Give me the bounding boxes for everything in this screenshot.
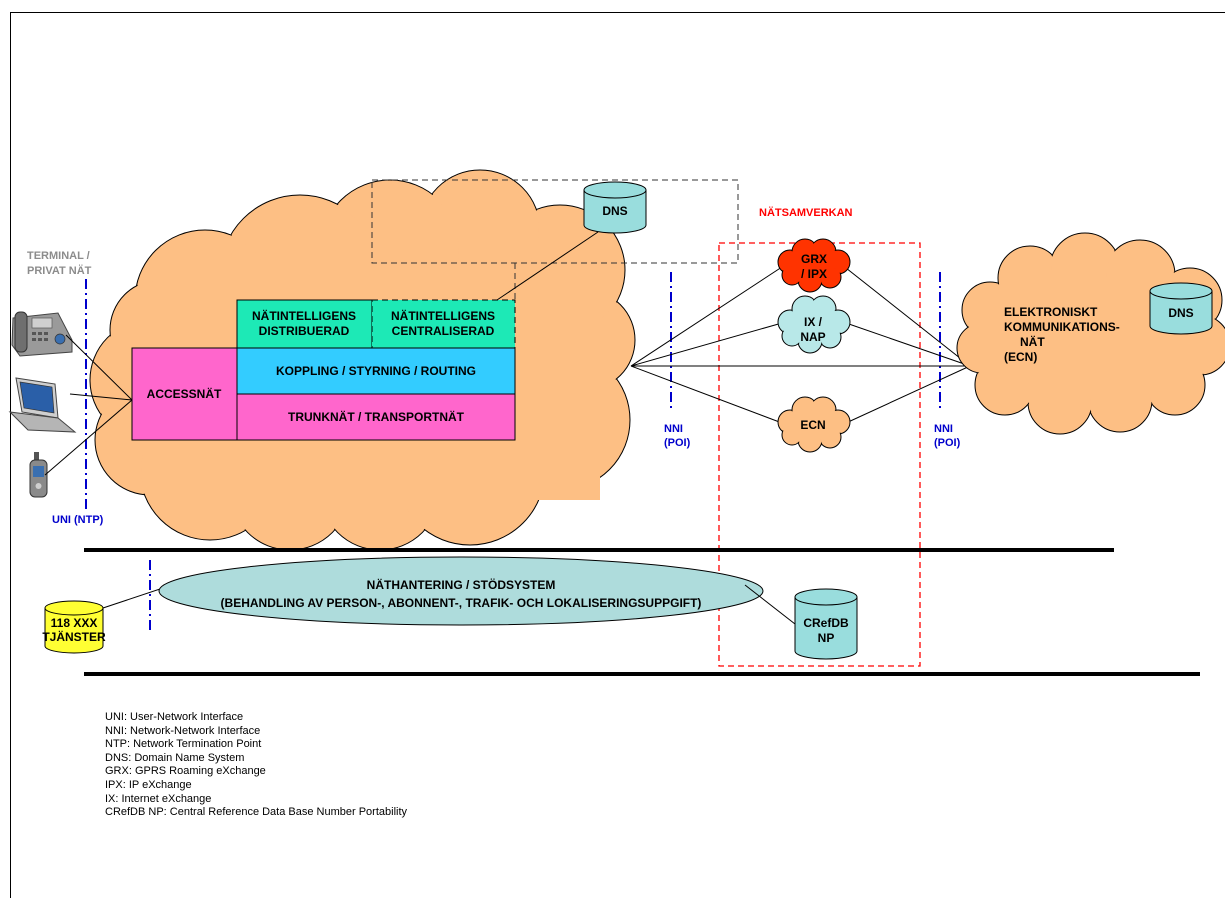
nni-left-label-line2: (POI) (664, 437, 691, 449)
ecn-big-label-line4: (ECN) (1004, 350, 1037, 364)
ecn-big-label-line2: KOMMUNIKATIONS- (1004, 320, 1120, 334)
grx-label-line2: / IPX (801, 267, 827, 281)
dns-top-database: DNS (583, 181, 647, 234)
ecn-small-cloud: ECN (777, 396, 851, 453)
trunknat-label: TRUNKNÄT / TRANSPORTNÄT (288, 409, 465, 424)
dns-top-label: DNS (602, 204, 627, 218)
dist-label-line1: NÄTINTELLIGENS (252, 308, 356, 323)
legend-item: NNI: Network-Network Interface (105, 724, 261, 737)
crefdb-database: CRefDB NP (794, 588, 858, 660)
support-label-line2: (BEHANDLING AV PERSON-, ABONNENT-, TRAFI… (221, 596, 702, 610)
tjanster-label-line1: 118 XXX (51, 616, 98, 630)
ix-label-line2: NAP (800, 330, 825, 344)
crefdb-label-line2: NP (818, 631, 835, 645)
interconnect-lines (630, 264, 971, 424)
accessnat-label: ACCESSNÄT (147, 386, 222, 401)
lower-separator-line (84, 672, 1200, 676)
tjanster-label-line2: TJÄNSTER (42, 629, 106, 644)
cent-label-line2: CENTRALISERAD (392, 324, 495, 338)
uni-label: UNI (NTP) (52, 514, 104, 526)
legend-item: NTP: Network Termination Point (105, 738, 262, 751)
grx-label-line1: GRX (801, 252, 827, 266)
ecn-big-label-line1: ELEKTRONISKT (1004, 305, 1098, 319)
accessnat-block (131, 347, 238, 441)
legend-item: CRefDB NP: Central Reference Data Base N… (105, 806, 408, 819)
terminal-label-line2: PRIVAT NÄT (27, 264, 92, 277)
upper-separator-line (84, 548, 1114, 552)
ix-label-line1: IX / (804, 315, 823, 329)
dist-label-line2: DISTRIBUERAD (259, 324, 350, 338)
legend-item: UNI: User-Network Interface (105, 711, 244, 723)
natsamverkan-label: NÄTSAMVERKAN (759, 206, 853, 219)
mobile-phone-icon (29, 452, 48, 498)
abbreviation-legend: UNI: User-Network Interface NNI: Network… (105, 711, 407, 820)
support-label-line1: NÄTHANTERING / STÖDSYSTEM (367, 577, 556, 592)
laptop-icon (8, 377, 77, 433)
tjanster-database: 118 XXX TJÄNSTER (42, 600, 106, 654)
terminal-label-line1: TERMINAL / (27, 250, 90, 262)
nni-right-label-line1: NNI (934, 423, 953, 435)
desk-phone-icon (11, 311, 73, 357)
diagram-frame (10, 12, 1225, 898)
cent-label-line1: NÄTINTELLIGENS (391, 308, 495, 323)
crefdb-label-line1: CRefDB (803, 616, 849, 630)
koppling-block (236, 347, 516, 395)
dns-right-database: DNS (1149, 282, 1213, 335)
dns-zone-dashed-box (371, 179, 739, 264)
koppling-label: KOPPLING / STYRNING / ROUTING (276, 364, 476, 378)
ecn-small-label: ECN (800, 418, 825, 432)
dns-right-label: DNS (1168, 306, 1193, 320)
trunknat-block (236, 393, 516, 441)
legend-item: IPX: IP eXchange (105, 778, 192, 791)
dist-intelligence-block (236, 299, 373, 349)
support-system-ellipse (158, 556, 764, 626)
ix-nap-cloud: IX / NAP (777, 295, 851, 354)
legend-item: DNS: Domain Name System (105, 751, 245, 764)
nni-right-label-line2: (POI) (934, 437, 961, 449)
grx-ipx-cloud: GRX / IPX (777, 238, 851, 293)
legend-item: GRX: GPRS Roaming eXchange (105, 765, 266, 778)
legend-item: IX: Internet eXchange (105, 792, 212, 805)
dns-connector (496, 231, 599, 301)
nni-left-label-line1: NNI (664, 423, 683, 435)
ecn-big-cloud: ELEKTRONISKT KOMMUNIKATIONS- NÄT (ECN) (956, 232, 1225, 435)
ecn-big-label-line3: NÄT (1020, 334, 1045, 349)
